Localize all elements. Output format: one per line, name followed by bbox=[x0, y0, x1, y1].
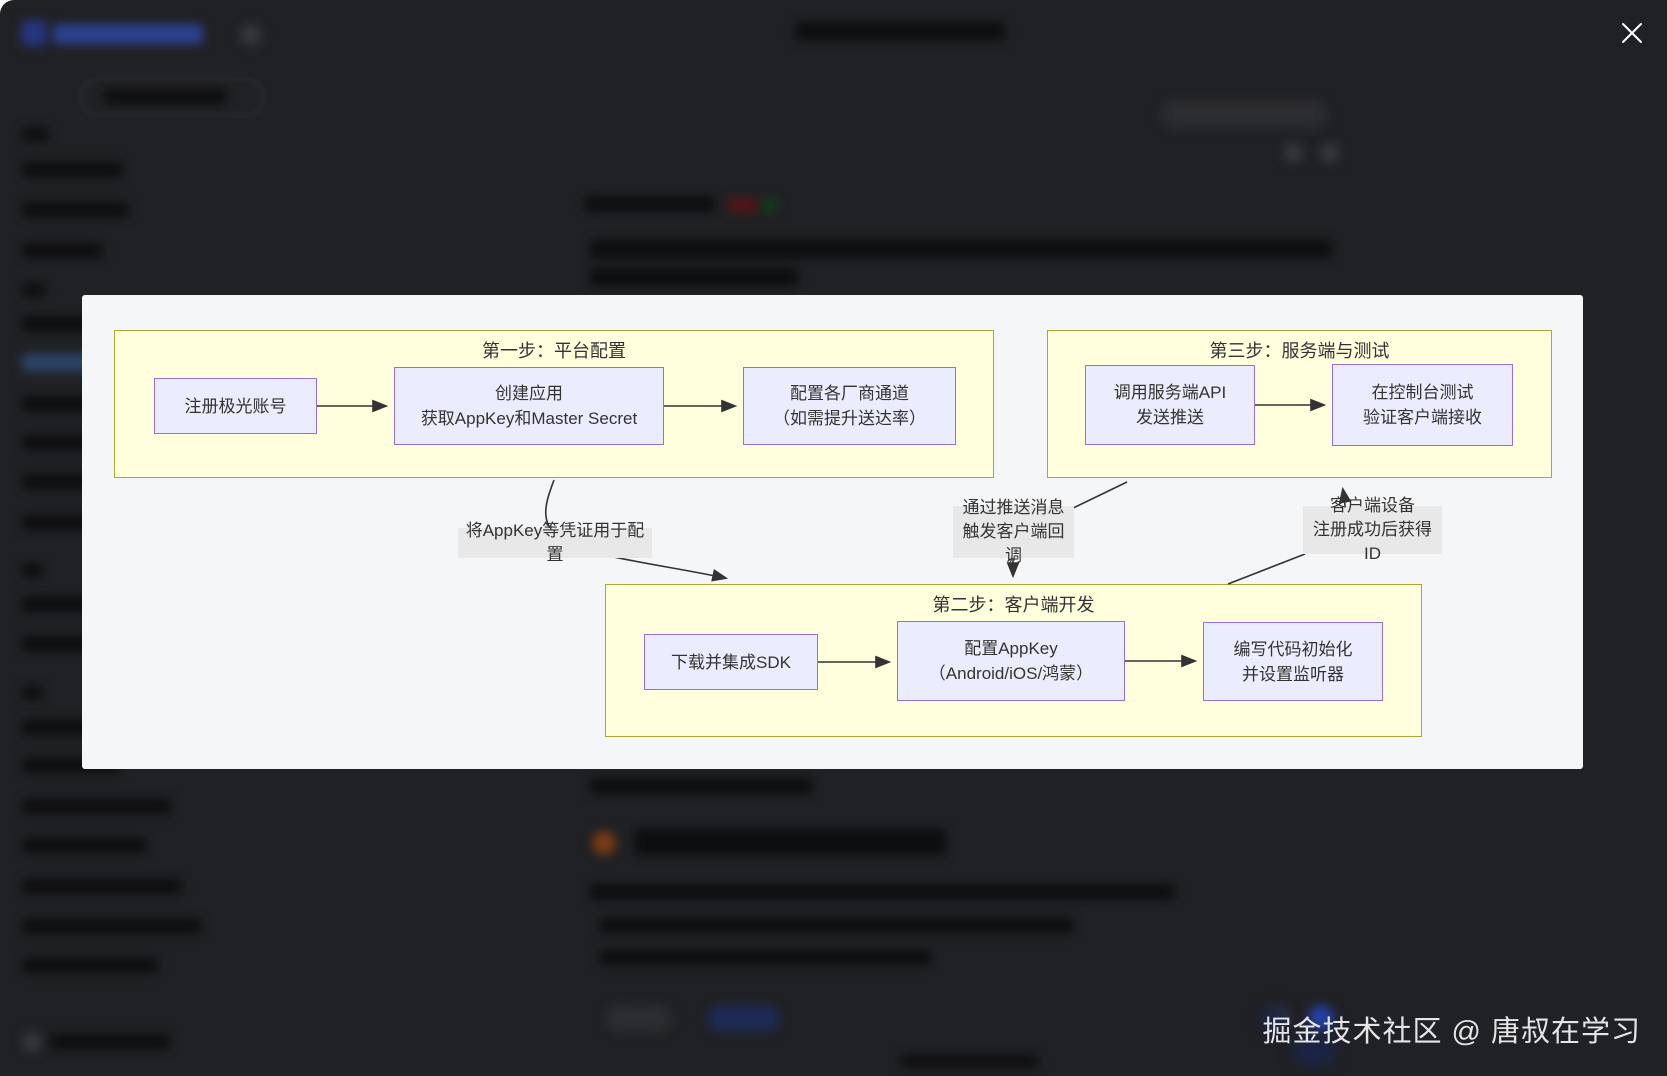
background-blur-shape bbox=[590, 884, 1174, 900]
cluster-step1-title: 第一步：平台配置 bbox=[482, 341, 626, 361]
close-icon[interactable] bbox=[1618, 19, 1646, 47]
node-create-app: 创建应用 获取AppKey和Master Secret bbox=[394, 367, 664, 445]
edge-step3-to-label bbox=[1066, 481, 1128, 512]
background-blur-shape bbox=[50, 1034, 170, 1049]
node-console-test: 在控制台测试 验证客户端接收 bbox=[1332, 364, 1513, 446]
node-text: 发送推送 bbox=[1136, 408, 1204, 427]
background-blur-shape bbox=[762, 198, 777, 212]
background-blur-shape bbox=[1283, 143, 1303, 163]
node-init-code: 编写代码初始化 并设置监听器 bbox=[1203, 622, 1383, 701]
node-text: （如需提升送达率） bbox=[773, 409, 926, 428]
background-blur-shape bbox=[22, 202, 128, 217]
edge-step2-to-label bbox=[1227, 553, 1306, 585]
background-blur-shape bbox=[21, 20, 47, 46]
background-blur-shape bbox=[22, 128, 48, 141]
node-config-appkey: 配置AppKey （Android/iOS/鸿蒙） bbox=[897, 621, 1125, 701]
background-blur-shape bbox=[22, 564, 43, 577]
node-text: 配置AppKey bbox=[964, 639, 1058, 658]
node-text: 创建应用 bbox=[495, 384, 563, 403]
background-blur-shape bbox=[707, 1005, 780, 1032]
node-text: 调用服务端API bbox=[1113, 383, 1227, 402]
background-blur-shape bbox=[590, 268, 798, 286]
background-blur-shape bbox=[590, 778, 812, 794]
background-blur-shape bbox=[585, 196, 715, 212]
background-blur-shape bbox=[1161, 100, 1327, 128]
edge-label-text: 客户端设备 bbox=[1330, 496, 1415, 515]
node-call-server-api: 调用服务端API 发送推送 bbox=[1085, 365, 1255, 445]
node-text: 配置各厂商通道 bbox=[790, 384, 909, 403]
background-blur-shape bbox=[1320, 143, 1340, 163]
watermark-text: 掘金技术社区 @ 唐叔在学习 bbox=[1262, 1016, 1641, 1048]
edge-label-text: 注册成功后获得ID bbox=[1313, 520, 1432, 563]
node-text: 在控制台测试 bbox=[1371, 383, 1474, 402]
background-blur-shape bbox=[600, 950, 932, 965]
background-blur-shape bbox=[795, 22, 1005, 40]
flowchart-image-modal: 第一步：平台配置 第三步：服务端与测试 第二步：客户端开发 bbox=[82, 295, 1583, 769]
background-blur-shape bbox=[53, 24, 203, 44]
background-blur-shape bbox=[1308, 1005, 1334, 1031]
node-vendor-channels: 配置各厂商通道 （如需提升送达率） bbox=[743, 367, 956, 445]
background-blur-shape bbox=[240, 24, 262, 46]
node-text: （Android/iOS/鸿蒙） bbox=[928, 664, 1094, 683]
node-text: 获取AppKey和Master Secret bbox=[420, 409, 638, 428]
edge-label-device-id: 客户端设备 注册成功后获得ID bbox=[1303, 496, 1442, 563]
background-blur-shape bbox=[22, 958, 158, 973]
node-text: 下载并集成SDK bbox=[671, 652, 791, 672]
background-blur-shape bbox=[22, 879, 182, 894]
edge-label-appkey-config: 将AppKey等凭证用于配置 bbox=[458, 521, 652, 564]
node-register-account: 注册极光账号 bbox=[154, 378, 317, 434]
background-blur-shape bbox=[728, 198, 758, 212]
node-text: 编写代码初始化 bbox=[1233, 639, 1353, 659]
cluster-step2-title: 第二步：客户端开发 bbox=[932, 595, 1095, 615]
background-blur-shape bbox=[80, 79, 264, 115]
background-blur-shape bbox=[22, 243, 102, 258]
background-blur-shape bbox=[592, 831, 616, 855]
background-blur-shape bbox=[22, 919, 201, 934]
node-text: 注册极光账号 bbox=[184, 396, 287, 416]
edge-label-push-callback: 通过推送消息 触发客户端回调 bbox=[953, 498, 1074, 565]
background-blur-shape bbox=[22, 838, 147, 853]
cluster-step3-title: 第三步：服务端与测试 bbox=[1209, 341, 1390, 361]
edge-label-text: 触发客户端回调 bbox=[962, 522, 1065, 565]
background-blur-shape bbox=[22, 1032, 42, 1052]
background-blur-shape bbox=[104, 89, 226, 104]
background-blur-shape bbox=[900, 1055, 1038, 1067]
edge-label-text: 通过推送消息 bbox=[962, 498, 1065, 517]
node-text: 并设置监听器 bbox=[1242, 664, 1344, 684]
background-blur-shape bbox=[1292, 1036, 1336, 1066]
background-blur-shape bbox=[600, 918, 1074, 933]
background-blur-shape bbox=[22, 799, 171, 814]
background-blur-shape bbox=[606, 1005, 672, 1032]
background-blur-shape bbox=[590, 240, 1332, 258]
background-blur-shape bbox=[22, 686, 43, 699]
node-text: 验证客户端接收 bbox=[1363, 408, 1482, 427]
background-blur-shape bbox=[22, 283, 45, 296]
background-blur-shape bbox=[1262, 1006, 1288, 1032]
background-blur-shape bbox=[22, 162, 123, 177]
edge-label-text: 将AppKey等凭证用于配置 bbox=[465, 521, 645, 564]
node-download-sdk: 下载并集成SDK bbox=[644, 634, 818, 690]
background-blur-shape bbox=[634, 829, 946, 855]
